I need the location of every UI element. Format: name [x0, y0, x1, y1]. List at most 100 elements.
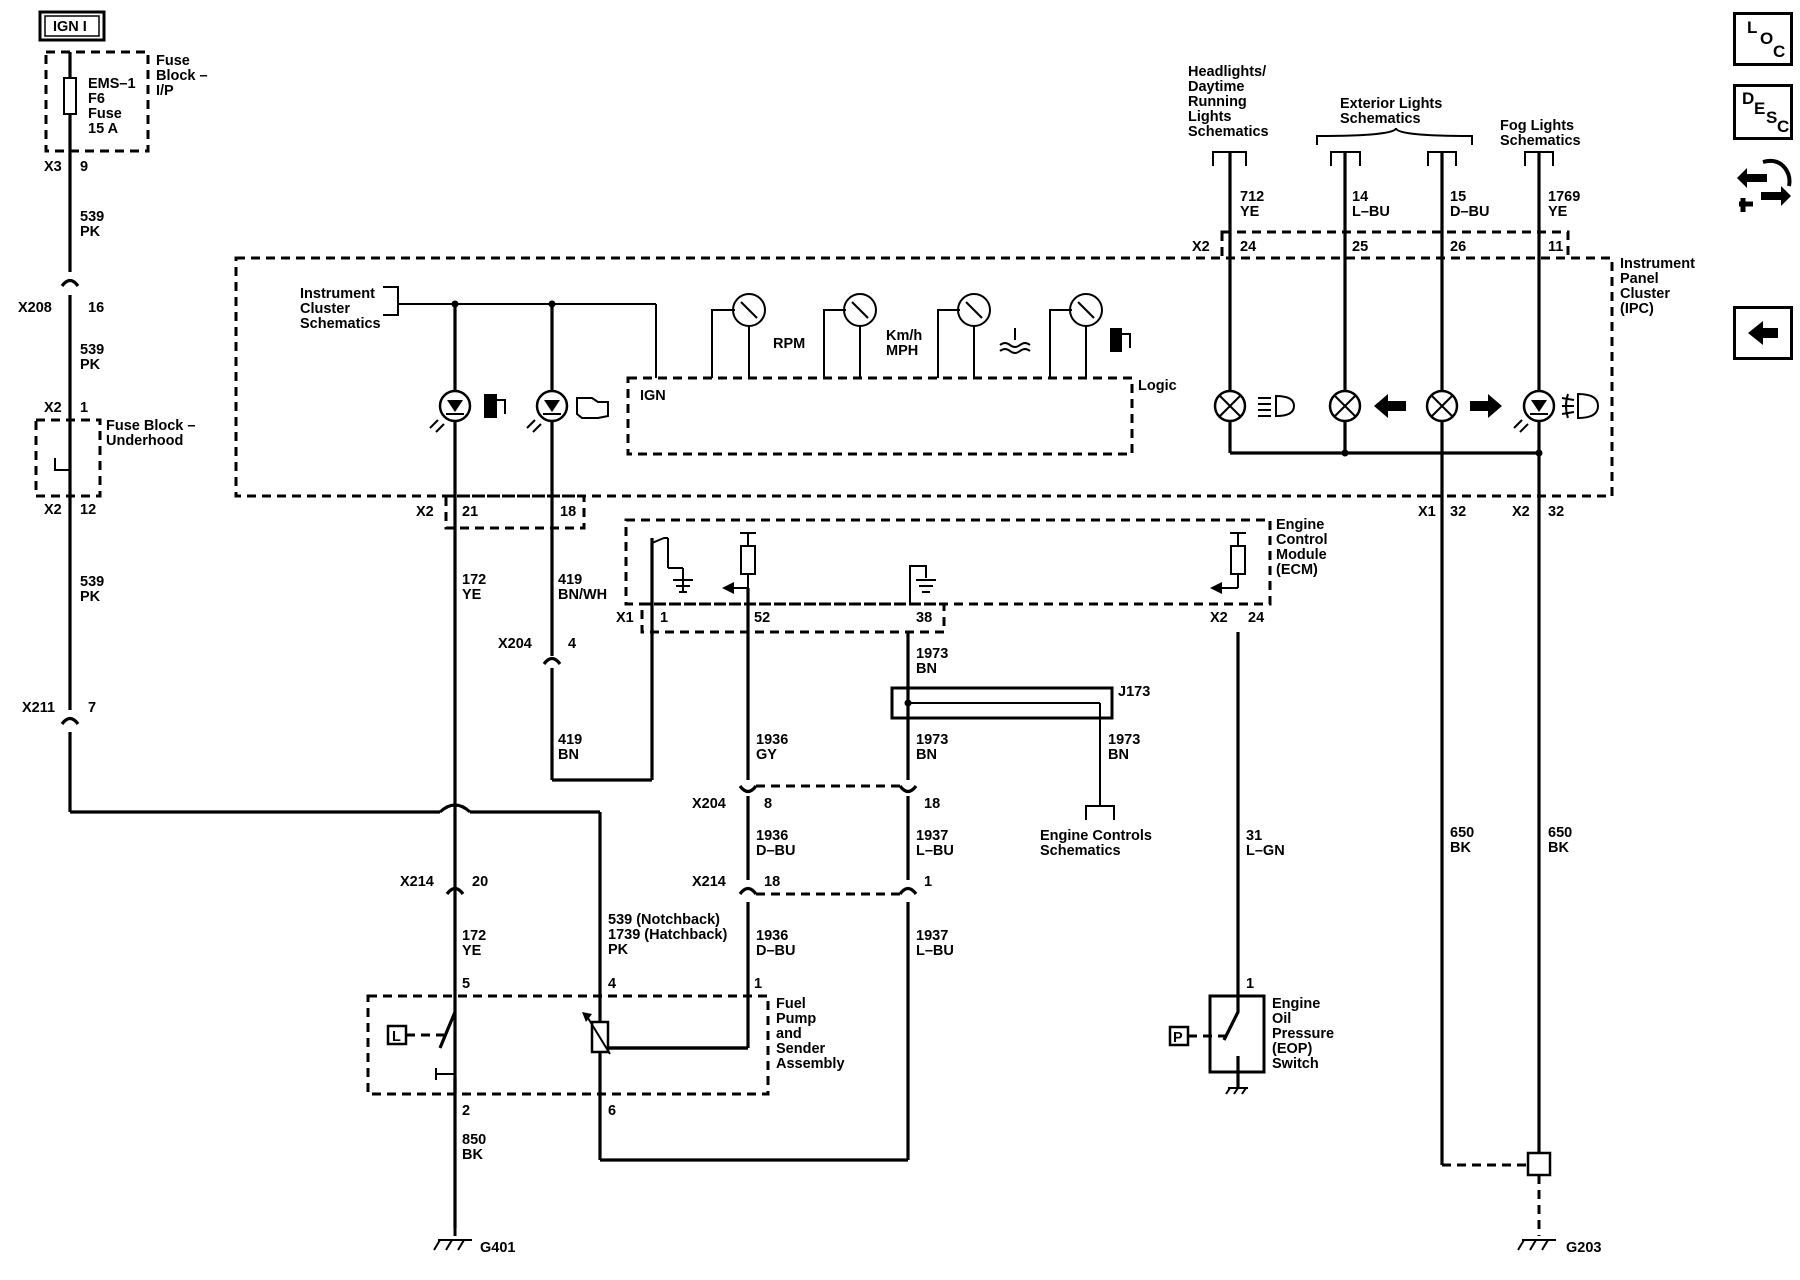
pin-ecm-24: 24	[1248, 610, 1264, 626]
pin-fp-6: 6	[608, 1103, 616, 1119]
pin-ecm-1: 1	[660, 610, 668, 626]
level-switch-label: L	[392, 1029, 401, 1045]
conn-x1-32: X1	[1418, 504, 1436, 520]
conn-x204-a-symbol	[542, 656, 562, 666]
pin-x214-20: 20	[472, 874, 488, 890]
fuel-pump-icon	[1110, 328, 1131, 352]
conn-x2-32: X2	[1512, 504, 1530, 520]
ipc-logic-label: Logic	[1138, 378, 1177, 394]
pin-ecm-38: 38	[916, 610, 932, 626]
back-arrow-icon	[1748, 321, 1778, 345]
ground-g203-icon	[1517, 1239, 1556, 1251]
lamp-low-fuel	[429, 389, 506, 433]
location-button[interactable]: L O C	[1733, 12, 1793, 66]
ipc-logic-box	[626, 376, 1134, 456]
gauge-fuel	[1049, 293, 1131, 378]
conn-x208-symbol	[60, 278, 80, 288]
headlight-icon	[1258, 394, 1296, 418]
lamp-turn-left	[1328, 389, 1406, 423]
pin-x214-1: 1	[924, 874, 932, 890]
description-button[interactable]: D E S C	[1733, 84, 1793, 140]
fuse-block-underhood	[34, 418, 102, 498]
pin-x3-9: 9	[80, 159, 88, 175]
ipc-ign-label: IGN	[640, 388, 666, 404]
pin-fp-5: 5	[462, 976, 470, 992]
pin-x204-18: 18	[924, 796, 940, 812]
arrow-right-icon	[1470, 394, 1502, 418]
service-procedure-icon[interactable]	[1733, 152, 1795, 222]
ground-g203: G203	[1566, 1240, 1601, 1256]
pin-ecm-52: 52	[754, 610, 770, 626]
conn-x211: X211	[22, 700, 55, 716]
pin-x204-4: 4	[568, 636, 576, 652]
desc-letter-s: S	[1766, 108, 1778, 127]
back-button[interactable]	[1733, 306, 1793, 360]
fuse-block-underhood-label: Fuse Block –Underhood	[106, 418, 195, 449]
pin-fp-1: 1	[754, 976, 762, 992]
fog-light-icon	[1561, 392, 1600, 420]
ipc-box	[234, 256, 1614, 498]
conn-x208: X208	[18, 300, 52, 316]
pin-26: 26	[1450, 239, 1466, 255]
pin-x211-7: 7	[88, 700, 96, 716]
pin-x214-18: 18	[764, 874, 780, 890]
loc-letter-l: L	[1747, 18, 1758, 37]
pin-ipc-21: 21	[462, 504, 478, 520]
coolant-icon	[999, 328, 1031, 354]
pin-eop-1: 1	[1246, 976, 1254, 992]
desc-letter-d: D	[1742, 89, 1755, 108]
conn-ipc-x2-top: X2	[1192, 239, 1210, 255]
ecm-box	[624, 518, 1272, 606]
lamp-fog	[1513, 389, 1600, 433]
pin-x204-8: 8	[764, 796, 772, 812]
fuel-icon	[484, 394, 506, 418]
arrow-left-icon	[1374, 394, 1406, 418]
pin-x2-1: 1	[80, 400, 88, 416]
conn-ipc-x2: X2	[416, 504, 434, 520]
conn-x204-a: X204	[498, 636, 532, 652]
ground-g401: G401	[480, 1240, 515, 1256]
pin-ipc-18: 18	[560, 504, 576, 520]
conn-x3: X3	[44, 159, 62, 175]
pin-25: 25	[1352, 239, 1368, 255]
splice-j173	[890, 686, 1114, 720]
pin-x2-12: 12	[80, 502, 96, 518]
conn-x214-b: X214	[692, 874, 726, 890]
engine-icon	[576, 397, 609, 419]
ground-g401-icon	[433, 1239, 472, 1251]
svg-text:RPM: RPM	[773, 336, 805, 352]
lamp-check-engine	[526, 389, 609, 433]
conn-x204-b: X204	[692, 796, 726, 812]
